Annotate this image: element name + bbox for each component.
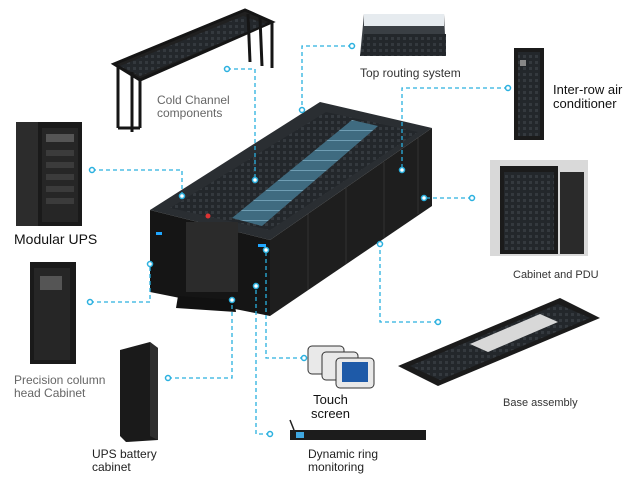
leader-modular-ups	[92, 169, 183, 196]
leader-touch	[265, 250, 304, 359]
leader-cold-channel	[227, 68, 256, 180]
leader-dots	[86, 42, 512, 438]
leader-lines	[90, 45, 508, 435]
leader-battery	[168, 300, 233, 379]
top-routing-image	[360, 14, 446, 56]
base-assembly-image	[398, 298, 600, 386]
label-dynamic-ring: Dynamic ring monitoring	[308, 447, 379, 474]
leader-precision	[90, 264, 151, 303]
ups-battery-cabinet-image	[120, 342, 158, 442]
label-modular-ups: Modular UPS	[14, 231, 98, 247]
leader-dynamic	[255, 286, 270, 435]
label-inter-row-ac: Inter-row air conditioner	[553, 82, 623, 111]
label-base-assembly: Base assembly	[503, 397, 578, 409]
modular-ups-image	[16, 122, 82, 226]
precision-column-cabinet-image	[30, 262, 76, 364]
micro-module-main	[150, 102, 432, 316]
leader-base	[379, 244, 438, 323]
inter-row-ac-image	[514, 48, 544, 140]
cold-channel-frame	[110, 8, 276, 132]
label-ups-battery: UPS battery cabinet	[92, 447, 157, 474]
dynamic-ring-device-image	[289, 419, 426, 440]
label-precision-column: Precision column head Cabinet	[14, 373, 106, 400]
touch-screen-image	[307, 345, 375, 389]
label-cabinet-pdu: Cabinet and PDU	[513, 269, 599, 281]
leader-inter-row	[401, 87, 508, 170]
label-touch-screen: Touch screen	[311, 392, 351, 421]
leader-top-routing	[301, 45, 352, 110]
cabinet-pdu-image	[490, 160, 588, 256]
label-top-routing: Top routing system	[360, 66, 461, 80]
label-cold-channel: Cold Channel components	[157, 93, 230, 120]
